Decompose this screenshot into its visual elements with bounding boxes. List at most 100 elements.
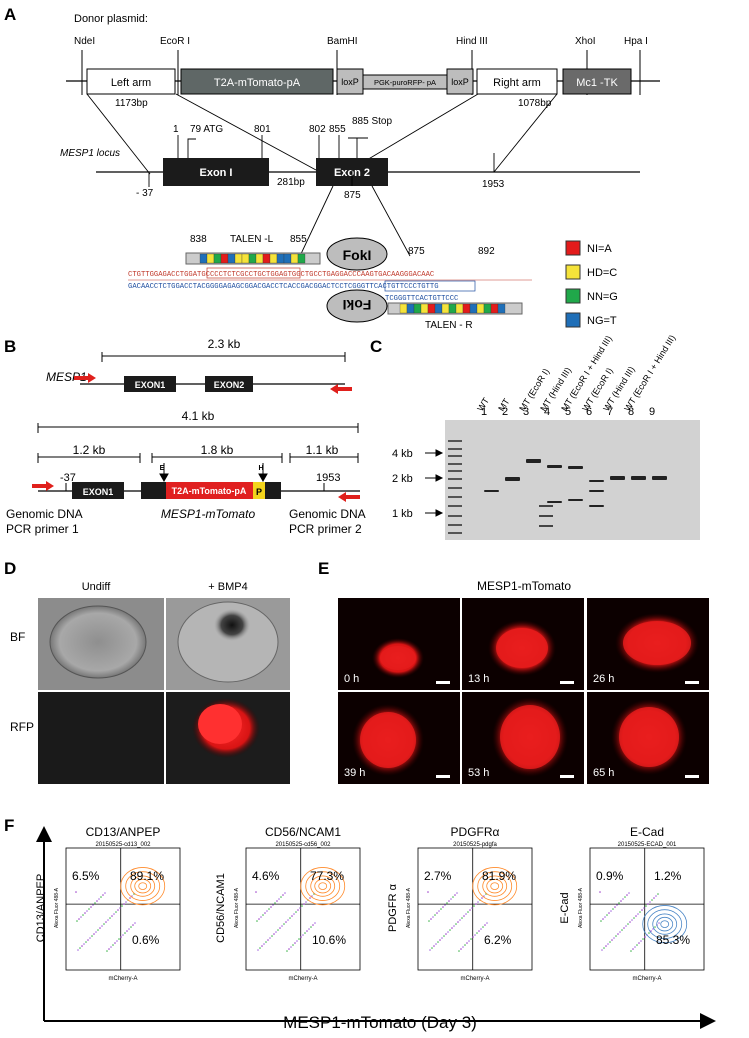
flow-xaxis-label: mCherry-A: [632, 976, 661, 982]
flow-event: [77, 949, 79, 951]
flow-event: [618, 902, 620, 904]
timepoint-label: 65 h: [593, 767, 614, 779]
panel-d: D Undiff + BMP4 BF RFP: [4, 559, 290, 784]
flow-event: [280, 896, 282, 898]
flow-event: [94, 902, 96, 904]
flow-event: [278, 898, 280, 900]
b-mt-t2a-label: T2A-mTomato-pA: [172, 486, 247, 496]
flow-event: [624, 896, 626, 898]
flow-event: [116, 940, 118, 942]
timepoint-label: 0 h: [344, 673, 359, 685]
flow-event: [296, 940, 298, 942]
b-mt-p: [253, 482, 265, 499]
flow-ylabel: E-Cad: [559, 892, 571, 923]
quad-q4-value: 6.2%: [484, 933, 512, 947]
flow-event: [653, 897, 655, 899]
flow-event: [638, 942, 640, 944]
talen-892: 892: [478, 246, 495, 257]
flow-event: [271, 935, 273, 937]
flow-event: [308, 928, 310, 930]
talen-repeat: [483, 303, 492, 314]
flow-contour: [486, 878, 504, 894]
flow-contour: [472, 867, 518, 906]
quad-q1-value: 4.6%: [252, 869, 280, 883]
gel-bands: [448, 440, 667, 534]
flow-event: [87, 939, 89, 941]
b-mt-p-label: P: [256, 487, 262, 497]
quad-q4-value: 85.3%: [656, 933, 690, 947]
ladder-band: [448, 463, 462, 465]
lane-number: 2: [502, 406, 508, 418]
b-mt-exon1-label: EXON1: [83, 487, 114, 497]
b-exon2-label: EXON2: [214, 380, 245, 390]
flow-event: [602, 918, 604, 920]
flow-event: [448, 900, 450, 902]
flow-event: [478, 930, 480, 932]
flow-event: [273, 933, 275, 935]
loxp-2-label: loxP: [451, 77, 469, 87]
talen-r-label: TALEN - R: [425, 320, 473, 331]
flow-title: CD56/NCAM1: [265, 825, 341, 839]
quad-q1-value: 2.7%: [424, 869, 452, 883]
flow-event: [428, 920, 430, 922]
flow-event: [443, 935, 445, 937]
site-hpai: Hpa I: [624, 36, 648, 47]
flow-event: [285, 921, 287, 923]
flow-event: [637, 913, 639, 915]
flow-yaxis-inner: Alexa Fluor 488-A: [54, 887, 60, 928]
talen-r-target-box: [384, 280, 476, 292]
panel-letter-a: A: [4, 5, 16, 24]
flow-event: [654, 926, 656, 928]
flow-event: [272, 904, 274, 906]
flow-event: [97, 929, 99, 931]
flow-event: [85, 941, 87, 943]
gel-band: [526, 459, 541, 463]
flow-event: [468, 940, 470, 942]
flow-event: [110, 946, 112, 948]
talen-repeat: [262, 253, 271, 264]
b-e-site: E: [160, 465, 165, 472]
flow-contour: [318, 882, 328, 890]
flow-event: [76, 920, 78, 922]
flow-event: [282, 894, 284, 896]
site-ecori: EcoR I: [160, 36, 190, 47]
legend-swatch-t: [565, 312, 581, 328]
flow-event: [291, 915, 293, 917]
panel-letter-d: D: [4, 559, 16, 578]
flow-event: [446, 902, 448, 904]
lane-number: 1: [481, 406, 487, 418]
flow-event: [461, 917, 463, 919]
flow-event: [620, 900, 622, 902]
f-y-arrowhead: [36, 826, 52, 842]
bf-label: BF: [10, 630, 25, 644]
flow-event: [284, 892, 286, 894]
flow-event: [264, 912, 266, 914]
flow-event: [120, 936, 122, 938]
flow-event: [270, 906, 272, 908]
flow-event: [439, 939, 441, 941]
flow-event: [476, 932, 478, 934]
talen-repeat: [276, 253, 285, 264]
foki-top: [326, 237, 388, 271]
flow-event: [102, 894, 104, 896]
scale-bar: [436, 775, 450, 778]
flow-event: [256, 920, 258, 922]
legend-swatch-a: [565, 240, 581, 256]
quad-q4-value: 0.6%: [132, 933, 160, 947]
flow-contour: [134, 878, 152, 894]
flow-event: [83, 943, 85, 945]
flow-event: [610, 910, 612, 912]
flow-event: [649, 901, 651, 903]
gel-band: [568, 466, 583, 469]
rfp-undiff-image: [38, 692, 164, 784]
exon1-box: [163, 158, 269, 186]
flow-event: [311, 895, 313, 897]
flow-event: [117, 909, 119, 911]
talen-r-seq: TCGGGTTCACTGTTCCC: [385, 295, 459, 303]
loxp-1: [336, 68, 364, 95]
flow-title: CD13/ANPEP: [86, 825, 161, 839]
quad-q2-value: 89.1%: [130, 869, 164, 883]
talen-repeat: [283, 253, 292, 264]
flow-event: [601, 949, 603, 951]
cut-site-arrows: [159, 463, 268, 483]
